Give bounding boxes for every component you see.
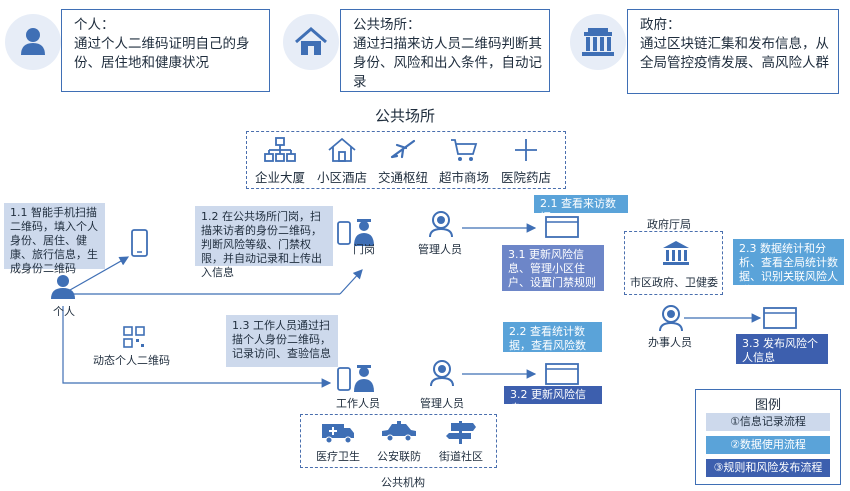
airplane-icon [390,139,416,159]
place-label: 小区酒店 [316,170,367,185]
public-places-box [246,131,566,189]
place-label: 超市商场 [438,170,489,185]
legend-item-record: ①信息记录流程 [706,413,830,431]
org-chart-icon [264,137,296,162]
government-building-icon [582,28,614,56]
ambulance-icon [322,424,354,444]
gov-hall-box [624,231,723,295]
house-icon-circle [283,14,339,70]
officer-headset-icon [659,305,683,332]
headset-user-icon [430,360,454,387]
gov-hall-title: 政府厅局 [647,218,691,231]
worker-label: 工作人员 [336,397,380,410]
step-2-2-bar: 2.2 查看统计数据，查看风险数据 [503,322,602,366]
institutions-box [300,414,497,468]
place-hotel: 小区酒店 [307,137,377,186]
step-3-1-bar: 3.1 更新风险信息、管理小区住户、设置门禁规则 [502,245,604,291]
legend-box: 图例 ①信息记录流程 ②数据使用流程 ③规则和风险发布流程 [695,389,841,485]
person-user-icon [51,275,75,299]
step-3-3-bar: 3.3 发布风险个人信息 [736,334,828,364]
public-text: 通过扫描来访人员二维码判断其身份、风险和出入条件，自动记录 [353,36,542,90]
medical-cross-icon [515,139,537,161]
step-3-2-bar: 3.2 更新风险信息 [504,386,602,415]
inst-community: 街道社区 [426,420,496,464]
person-icon-circle [5,14,61,70]
step-1-3-note: 1.3 工作人员通过扫描个人身份二维码，记录访问、查验信息 [226,315,338,367]
house-icon [295,27,327,55]
inst-label: 公安联防 [377,450,421,463]
browser-window-icon [545,216,579,238]
legend-item-rules: ③规则和风险发布流程 [706,459,830,477]
shopping-cart-icon [451,139,478,161]
qr-label: 动态个人二维码 [93,354,170,367]
arrow-person-gate [339,269,363,295]
qr-code-icon [123,326,145,348]
place-supermarket: 超市商场 [429,137,499,186]
person-icon [21,28,45,55]
headset-user-icon [429,211,453,238]
government-text: 通过区块链汇集和发布信息，从全局管控疫情发展、高风险人群 [640,36,829,71]
public-places-title: 公共场所 [375,107,436,125]
personal-title: 个人： [74,17,115,33]
browser-window-icon [545,363,579,385]
gov-units-label: 市区政府、卫健委 [630,276,718,289]
place-hospital: 医院药店 [491,137,561,186]
manager-label: 管理人员 [418,243,462,256]
place-label: 企业大厦 [254,170,305,185]
courthouse-icon [663,241,689,265]
public-box: 公共场所： 通过扫描来访人员二维码判断其身份、风险和出入条件，自动记录 [340,9,550,92]
legend-item-data-use: ②数据使用流程 [706,436,830,454]
personal-box: 个人： 通过个人二维码证明自己的身份、居住地和健康状况 [61,9,270,92]
step-1-2-note: 1.2 在公共场所门岗，扫描来访者的身份二维码，判断风险等级、门禁权限，并自动记… [195,206,333,279]
browser-window-icon [763,307,797,329]
government-box: 政府： 通过区块链汇集和发布信息，从全局管控疫情发展、高风险人群 [627,9,839,94]
signpost-icon [446,421,476,444]
step-2-3-bar: 2.3 数据统计和分析、查看全局统计数据、识别关联风险人群 [733,239,844,297]
guard-with-phone-icon [337,219,374,246]
smartphone-icon [131,229,148,257]
government-icon-circle [570,14,626,70]
place-label: 交通枢纽 [377,170,428,185]
institutions-title: 公共机构 [381,476,425,489]
gate-label: 门岗 [353,243,375,256]
place-office-building: 企业大厦 [245,137,315,186]
police-car-icon [382,421,416,442]
personal-text: 通过个人二维码证明自己的身份、居住地和健康状况 [74,36,250,71]
public-title: 公共场所： [353,17,421,33]
place-transport-hub: 交通枢纽 [368,137,438,186]
home-outline-icon [328,137,356,162]
manager2-label: 管理人员 [420,397,464,410]
government-title: 政府： [640,17,681,33]
person-label: 个人 [53,305,75,318]
worker-with-phone-icon [337,365,374,392]
step-2-1-bar: 2.1 查看来访数据 [534,195,628,224]
place-label: 医院药店 [500,170,551,185]
inst-medical: 医疗卫生 [303,420,373,464]
officer-label: 办事人员 [648,336,692,349]
inst-police: 公安联防 [364,420,434,464]
step-1-1-note: 1.1 智能手机扫描二维码，填入个人身份、居住、健康、旅行信息，生成身份二维码 [4,203,105,275]
inst-label: 医疗卫生 [316,450,360,463]
inst-label: 街道社区 [439,450,483,463]
legend-title: 图例 [754,398,781,413]
